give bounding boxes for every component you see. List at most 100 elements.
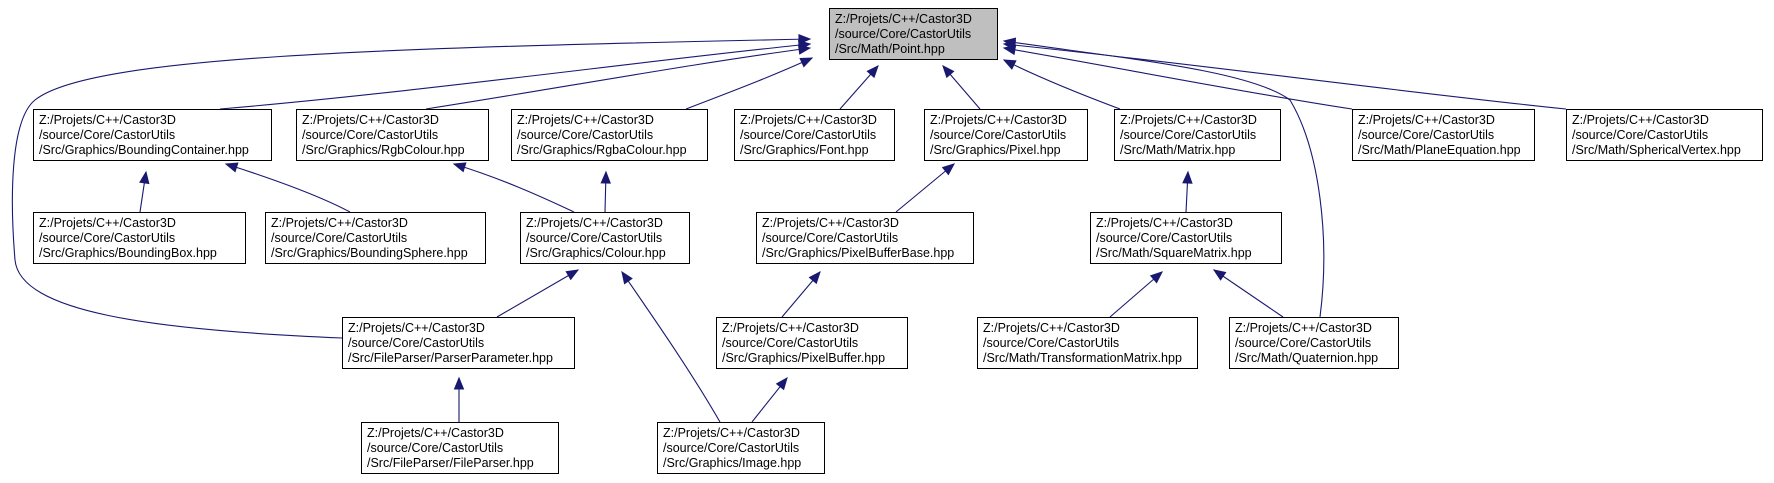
- node-label-line: Z:/Projets/C++/Castor3D: [39, 113, 176, 127]
- arrowhead: [1212, 269, 1227, 281]
- node-transformationmatrix[interactable]: Z:/Projets/C++/Castor3D/source/Core/Cast…: [977, 317, 1198, 369]
- node-parserparameter[interactable]: Z:/Projets/C++/Castor3D/source/Core/Cast…: [342, 317, 575, 369]
- node-boundingcontainer[interactable]: Z:/Projets/C++/Castor3D/source/Core/Cast…: [33, 109, 272, 161]
- edge-line: [685, 57, 813, 110]
- edges-layer: [11, 34, 1567, 423]
- node-box[interactable]: [1229, 317, 1399, 369]
- node-label-line: Z:/Projets/C++/Castor3D: [1572, 113, 1709, 127]
- node-sphericalvertex[interactable]: Z:/Projets/C++/Castor3D/source/Core/Cast…: [1566, 109, 1763, 161]
- node-squarematrix[interactable]: Z:/Projets/C++/Castor3D/source/Core/Cast…: [1090, 212, 1282, 264]
- arrowhead: [621, 270, 633, 285]
- node-image[interactable]: Z:/Projets/C++/Castor3D/source/Core/Cast…: [657, 422, 825, 474]
- node-label-line: Z:/Projets/C++/Castor3D: [348, 321, 485, 335]
- nodes-layer: Z:/Projets/C++/Castor3D/source/Core/Cast…: [33, 8, 1763, 474]
- node-label-line: /Src/Math/Quaternion.hpp: [1235, 351, 1378, 365]
- edge-boundingbox-to-boundingcontainer: [139, 170, 150, 213]
- edge-line: [1003, 47, 1353, 110]
- node-label-line: /Src/FileParser/FileParser.hpp: [367, 456, 534, 470]
- node-label-line: /Src/Graphics/Colour.hpp: [526, 246, 666, 260]
- arrowhead: [798, 34, 812, 45]
- arrowhead: [1182, 170, 1193, 184]
- node-label-line: Z:/Projets/C++/Castor3D: [930, 113, 1067, 127]
- node-label-line: /Src/Graphics/BoundingSphere.hpp: [271, 246, 468, 260]
- node-box[interactable]: [33, 212, 246, 264]
- node-label-line: /Src/Graphics/RgbaColour.hpp: [517, 143, 687, 157]
- node-label-line: /Src/Graphics/Image.hpp: [663, 456, 801, 470]
- node-boundingsphere[interactable]: Z:/Projets/C++/Castor3D/source/Core/Cast…: [265, 212, 486, 264]
- edge-fileparser-to-parserparameter: [453, 376, 465, 422]
- node-box[interactable]: [296, 109, 489, 161]
- arrowhead: [139, 170, 150, 185]
- node-box[interactable]: [1352, 109, 1535, 161]
- node-rgbacolour[interactable]: Z:/Projets/C++/Castor3D/source/Core/Cast…: [511, 109, 708, 161]
- node-label-line: /Src/Graphics/PixelBuffer.hpp: [722, 351, 885, 365]
- node-box[interactable]: [756, 212, 974, 264]
- arrowhead: [1002, 59, 1017, 70]
- arrowhead: [942, 64, 955, 79]
- edge-colour-to-rgbacolour: [600, 170, 611, 213]
- node-box[interactable]: [716, 317, 908, 369]
- node-box[interactable]: [829, 8, 998, 60]
- node-pixelbufferbase[interactable]: Z:/Projets/C++/Castor3D/source/Core/Cast…: [756, 212, 974, 264]
- node-label-line: /Src/Graphics/Pixel.hpp: [930, 143, 1061, 157]
- node-label-line: /Src/Graphics/RgbColour.hpp: [302, 143, 465, 157]
- node-label-line: Z:/Projets/C++/Castor3D: [302, 113, 439, 127]
- node-label-line: /source/Core/CastorUtils: [526, 231, 662, 245]
- edge-line: [425, 47, 811, 110]
- node-font[interactable]: Z:/Projets/C++/Castor3D/source/Core/Cast…: [734, 109, 895, 161]
- node-label-line: /source/Core/CastorUtils: [740, 128, 876, 142]
- edge-colour-to-rgbcolour: [452, 162, 575, 213]
- node-box[interactable]: [1566, 109, 1763, 161]
- node-box[interactable]: [265, 212, 486, 264]
- node-fileparser[interactable]: Z:/Projets/C++/Castor3D/source/Core/Cast…: [361, 422, 559, 474]
- node-label-line: /Src/Graphics/BoundingContainer.hpp: [39, 143, 249, 157]
- node-box[interactable]: [924, 109, 1088, 161]
- node-pixelbuffer[interactable]: Z:/Projets/C++/Castor3D/source/Core/Cast…: [716, 317, 908, 369]
- edge-font-to-point: [839, 65, 879, 110]
- arrowhead: [775, 376, 788, 391]
- edge-image-to-colour: [621, 270, 721, 423]
- node-label-line: /source/Core/CastorUtils: [835, 27, 971, 41]
- arrowhead: [453, 376, 465, 390]
- node-label-line: Z:/Projets/C++/Castor3D: [39, 216, 176, 230]
- node-matrix[interactable]: Z:/Projets/C++/Castor3D/source/Core/Cast…: [1114, 109, 1281, 161]
- node-label-line: /Src/Math/TransformationMatrix.hpp: [983, 351, 1182, 365]
- node-boundingbox[interactable]: Z:/Projets/C++/Castor3D/source/Core/Cast…: [33, 212, 246, 264]
- arrowhead: [600, 170, 611, 184]
- node-box[interactable]: [1090, 212, 1282, 264]
- edge-rgbacolour-to-point: [685, 57, 814, 110]
- edge-line: [496, 269, 579, 318]
- node-label-line: Z:/Projets/C++/Castor3D: [1096, 216, 1233, 230]
- node-label-line: /source/Core/CastorUtils: [762, 231, 898, 245]
- arrowhead: [1002, 37, 1017, 48]
- edge-image-to-pixelbuffer: [751, 376, 788, 423]
- arrowhead: [808, 270, 821, 285]
- node-box[interactable]: [33, 109, 272, 161]
- arrowhead: [224, 162, 239, 173]
- edge-squarematrix-to-matrix: [1182, 170, 1193, 213]
- edge-line: [219, 43, 811, 110]
- node-box[interactable]: [342, 317, 575, 369]
- node-label-line: /Src/FileParser/ParserParameter.hpp: [348, 351, 553, 365]
- node-box[interactable]: [734, 109, 895, 161]
- edge-line: [1003, 59, 1121, 110]
- node-quaternion[interactable]: Z:/Projets/C++/Castor3D/source/Core/Cast…: [1229, 317, 1399, 369]
- arrowhead: [565, 269, 580, 281]
- node-planeequation[interactable]: Z:/Projets/C++/Castor3D/source/Core/Cast…: [1352, 109, 1535, 161]
- node-label-line: Z:/Projets/C++/Castor3D: [517, 113, 654, 127]
- node-box[interactable]: [511, 109, 708, 161]
- node-label-line: /source/Core/CastorUtils: [1235, 336, 1371, 350]
- node-box[interactable]: [520, 212, 690, 264]
- node-box[interactable]: [361, 422, 559, 474]
- node-rgbcolour[interactable]: Z:/Projets/C++/Castor3D/source/Core/Cast…: [296, 109, 489, 161]
- node-pixel[interactable]: Z:/Projets/C++/Castor3D/source/Core/Cast…: [924, 109, 1088, 161]
- arrowhead: [941, 163, 956, 176]
- node-box[interactable]: [657, 422, 825, 474]
- node-label-line: /Src/Math/Matrix.hpp: [1120, 143, 1235, 157]
- node-label-line: Z:/Projets/C++/Castor3D: [983, 321, 1120, 335]
- node-colour[interactable]: Z:/Projets/C++/Castor3D/source/Core/Cast…: [520, 212, 690, 264]
- node-box[interactable]: [977, 317, 1198, 369]
- node-box[interactable]: [1114, 109, 1281, 161]
- edge-planeequation-to-point: [1002, 44, 1353, 110]
- node-point[interactable]: Z:/Projets/C++/Castor3D/source/Core/Cast…: [829, 8, 998, 60]
